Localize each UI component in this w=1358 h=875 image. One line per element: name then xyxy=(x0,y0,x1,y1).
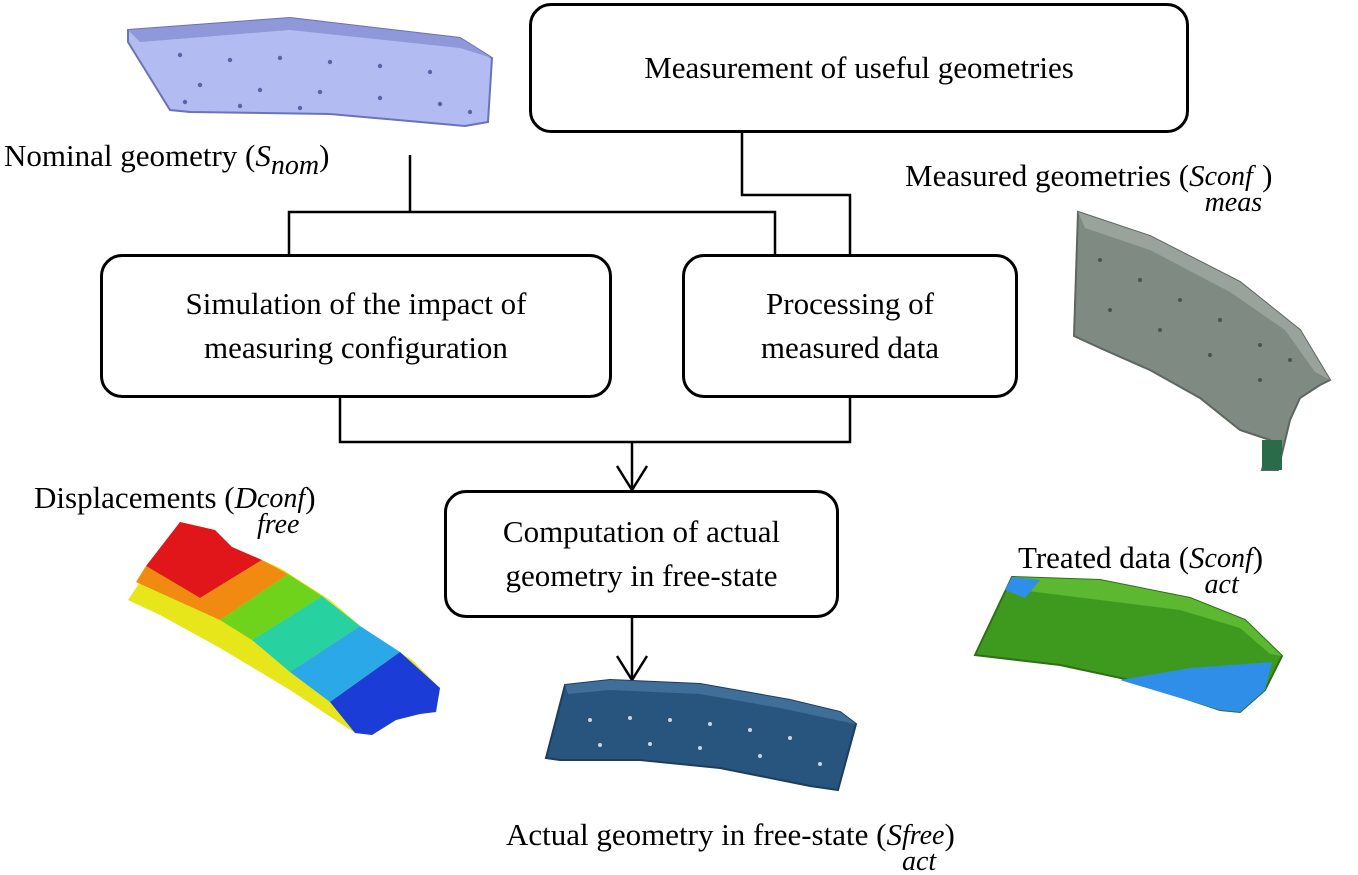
computation-box: Computation of actual geometry in free-s… xyxy=(444,490,839,618)
arrow-measurement-to-processing xyxy=(740,133,852,278)
computation-box-line2: geometry in free-state xyxy=(505,558,778,593)
actual-part-image xyxy=(544,678,858,792)
simulation-box-line2: measuring configuration xyxy=(204,330,508,365)
processing-box: Processing of measured data xyxy=(682,254,1018,398)
processing-box-line2: measured data xyxy=(760,330,940,365)
computation-box-line1: Computation of actual xyxy=(502,514,781,549)
measured-part-image xyxy=(1072,210,1332,471)
arrow-merge-bar xyxy=(338,398,852,444)
arrow-nominal-split xyxy=(287,210,777,278)
simulation-box: Simulation of the impact of measuring co… xyxy=(100,254,612,398)
measurement-box: Measurement of useful geometries xyxy=(529,3,1189,133)
processing-box-line1: Processing of xyxy=(766,286,934,321)
measurement-box-label: Measurement of useful geometries xyxy=(644,50,1074,85)
treated-part-image xyxy=(973,575,1284,714)
nominal-geometry-label: Nominal geometry (Snom) xyxy=(4,138,330,181)
displacement-field-image xyxy=(128,522,440,735)
nominal-part-image xyxy=(127,16,494,128)
simulation-box-line1: Simulation of the impact of xyxy=(185,286,527,321)
